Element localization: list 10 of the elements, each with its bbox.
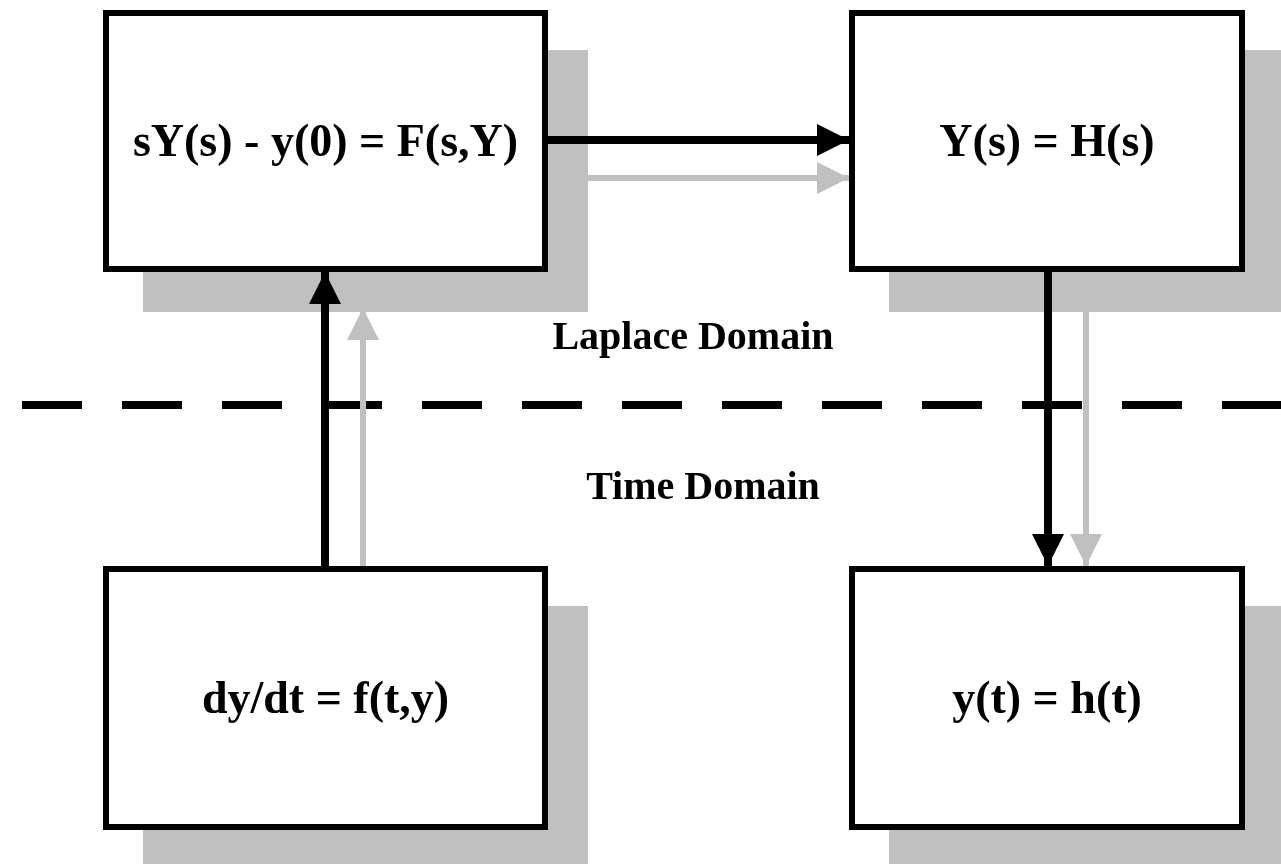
domain-label: Time Domain — [586, 462, 820, 509]
arrow — [548, 124, 849, 156]
arrow — [585, 162, 849, 194]
arrow — [1032, 272, 1064, 566]
domain-label: Laplace Domain — [552, 312, 834, 359]
equation-text: sY(s) - y(0) = F(s,Y) — [131, 114, 520, 169]
equation-text: dy/dt = f(t,y) — [200, 671, 451, 726]
equation-text: Y(s) = H(s) — [938, 114, 1156, 169]
equation-text: y(t) = h(t) — [951, 671, 1143, 726]
arrow — [309, 272, 341, 566]
